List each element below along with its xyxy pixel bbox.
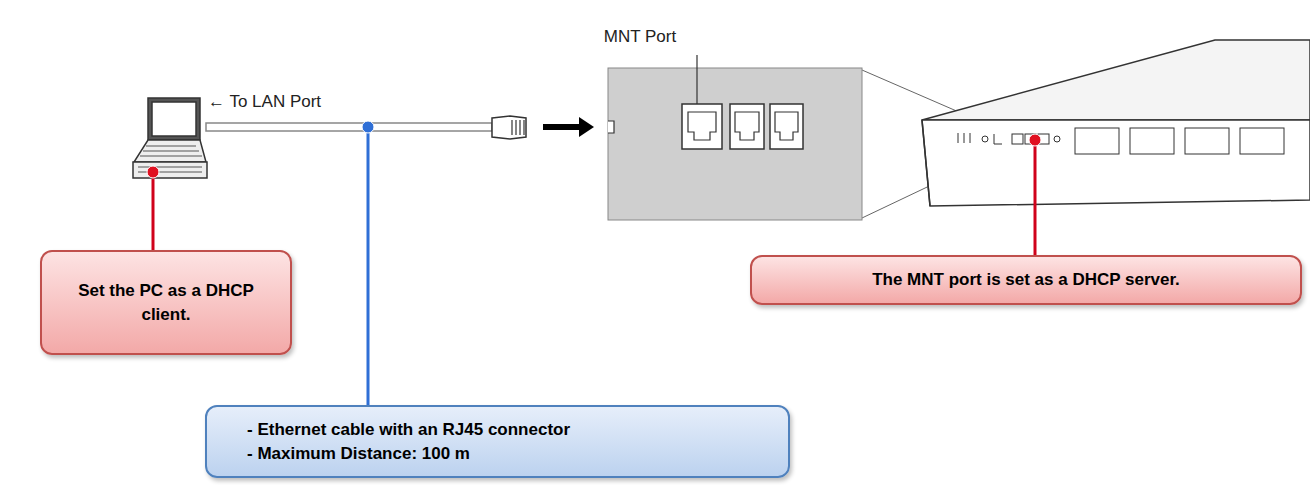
port-label: MNT Port (604, 27, 676, 47)
callout-text: - Maximum Distance: 100 m (247, 442, 470, 466)
cable-label: ← To LAN Port (208, 92, 321, 112)
port-panel (608, 55, 862, 220)
callout-box: - Ethernet cable with an RJ45 connector-… (205, 405, 790, 478)
callout-box: Set the PC as a DHCP client. (40, 250, 292, 355)
callout-box: The MNT port is set as a DHCP server. (750, 255, 1302, 305)
insert-arrow (543, 117, 594, 137)
callout-text: Set the PC as a DHCP client. (56, 279, 276, 327)
laptop-pc (133, 98, 207, 178)
pbx-device (922, 40, 1310, 206)
ethernet-cable (206, 116, 526, 139)
callout-text: The MNT port is set as a DHCP server. (872, 268, 1180, 292)
callout-text: - Ethernet cable with an RJ45 connector (247, 418, 570, 442)
leader-line (696, 55, 697, 104)
